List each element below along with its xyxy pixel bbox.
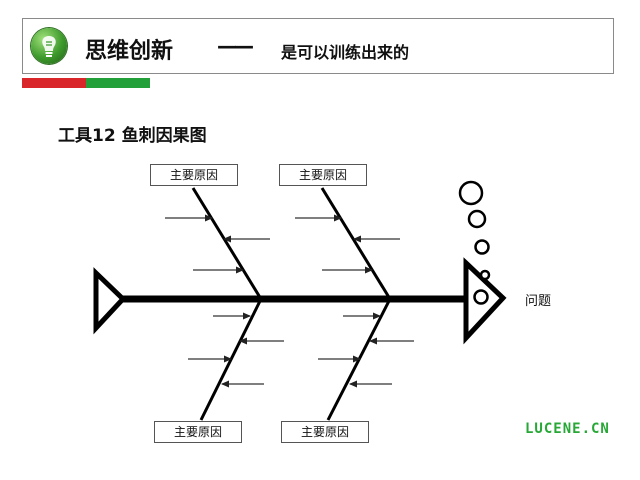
bubble-2 bbox=[467, 209, 487, 229]
cause-label-top-left: 主要原因 bbox=[150, 164, 238, 186]
header-box: 思维创新 —— 是可以训练出来的 bbox=[22, 18, 614, 74]
lightbulb-logo-icon bbox=[31, 28, 67, 64]
bone-upper-left bbox=[191, 187, 263, 300]
accent-bar-green bbox=[86, 78, 150, 88]
bubble-4 bbox=[479, 269, 491, 281]
header-title: 思维创新 bbox=[85, 39, 174, 64]
bubble-1 bbox=[458, 180, 484, 206]
accent-bar-red bbox=[22, 78, 86, 88]
bone-upper-right bbox=[320, 187, 392, 300]
cause-label-top-right: 主要原因 bbox=[279, 164, 367, 186]
header-dash: —— bbox=[217, 34, 254, 58]
bubble-3 bbox=[474, 239, 490, 255]
header-subtitle: 是可以训练出来的 bbox=[281, 43, 410, 62]
brand-watermark: LUCENE.CN bbox=[525, 421, 610, 437]
cause-label-bottom-right: 主要原因 bbox=[281, 421, 369, 443]
cause-label-bottom-left: 主要原因 bbox=[154, 421, 242, 443]
section-title: 工具12 鱼刺因果图 bbox=[58, 126, 207, 146]
problem-label: 问题 bbox=[525, 294, 552, 309]
bubble-5 bbox=[473, 289, 489, 305]
fish-tail bbox=[93, 267, 127, 335]
